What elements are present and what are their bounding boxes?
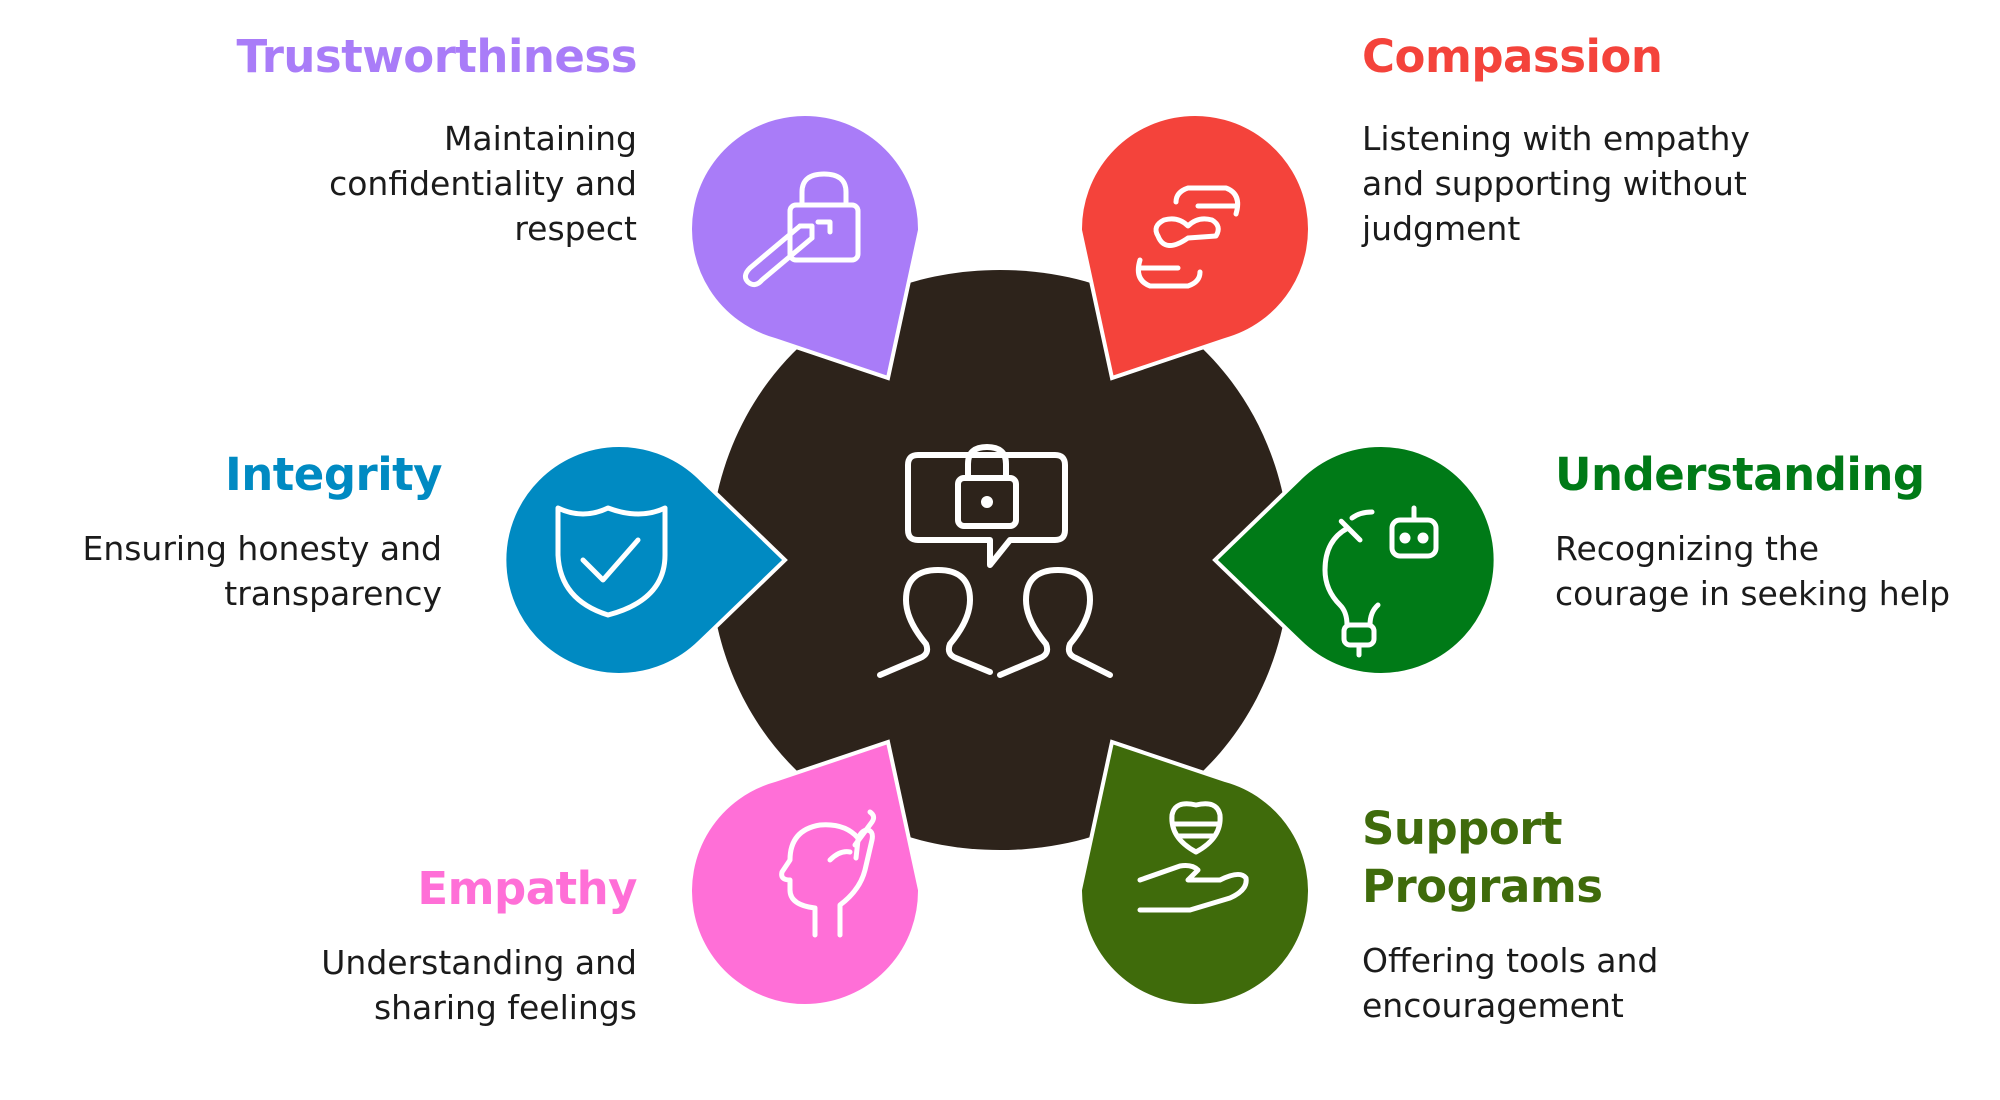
- petal-understanding: [1212, 443, 1498, 677]
- node-description: Maintaining confidentiality and respect: [157, 116, 637, 251]
- description-line: Recognizing the: [1555, 529, 1820, 568]
- node-understanding: Understanding Recognizing the courage in…: [1555, 446, 1995, 616]
- description-line: Ensuring honesty and: [82, 529, 442, 568]
- node-title: Trustworthiness: [236, 30, 637, 83]
- description-line: courage in seeking help: [1555, 574, 1951, 613]
- description-line: respect: [514, 209, 637, 248]
- head-hand-icon: [779, 809, 877, 938]
- title-line: Programs: [1362, 860, 1603, 913]
- node-title: Support Programs: [1362, 800, 1822, 916]
- node-empathy: Empathy Understanding and sharing feelin…: [197, 860, 637, 1030]
- hand-heart-icon: [1137, 801, 1249, 913]
- node-description: Recognizing the courage in seeking help: [1555, 526, 1995, 616]
- description-line: transparency: [224, 574, 442, 613]
- node-compassion: Compassion Listening with empathy and su…: [1362, 28, 1882, 251]
- hub-shape: [710, 270, 1290, 850]
- petal-empathy: [688, 739, 923, 1008]
- description-line: and supporting without: [1362, 164, 1747, 203]
- description-line: Listening with empathy: [1362, 119, 1750, 158]
- description-line: confidentiality and: [329, 164, 637, 203]
- description-line: encouragement: [1362, 986, 1624, 1025]
- petal-compassion: [1077, 112, 1312, 381]
- node-integrity: Integrity Ensuring honesty and transpare…: [22, 446, 442, 616]
- key-lock-icon: [742, 171, 861, 288]
- node-trustworthiness: Trustworthiness Maintaining confidential…: [157, 28, 637, 251]
- description-line: Offering tools and: [1362, 941, 1659, 980]
- confidential-chat-icon: [877, 444, 1113, 678]
- petal-integrity-shape: [502, 443, 788, 677]
- shield-check-icon: [555, 505, 668, 618]
- description-line: judgment: [1362, 209, 1521, 248]
- node-description: Listening with empathy and supporting wi…: [1362, 116, 1882, 251]
- lightbulb-robot-icon: [1322, 505, 1439, 658]
- description-line: Maintaining: [443, 119, 637, 158]
- node-description: Understanding and sharing feelings: [197, 940, 637, 1030]
- petal-compassion-shape: [1077, 112, 1312, 381]
- description-line: Understanding and: [321, 943, 637, 982]
- node-description: Offering tools and encouragement: [1362, 938, 1822, 1028]
- petal-empathy-shape: [688, 739, 923, 1008]
- node-description: Ensuring honesty and transparency: [22, 526, 442, 616]
- node-title: Compassion: [1362, 30, 1663, 83]
- hands-heart-icon: [1135, 185, 1241, 289]
- node-title: Integrity: [225, 448, 442, 501]
- petal-understanding-shape: [1212, 443, 1498, 677]
- title-line: Support: [1362, 802, 1563, 855]
- central-hub: [710, 270, 1290, 850]
- description-line: sharing feelings: [373, 988, 637, 1027]
- node-title: Empathy: [417, 862, 637, 915]
- node-support: Support Programs Offering tools and enco…: [1362, 800, 1822, 1028]
- node-title: Understanding: [1555, 448, 1925, 501]
- petal-integrity: [502, 443, 788, 677]
